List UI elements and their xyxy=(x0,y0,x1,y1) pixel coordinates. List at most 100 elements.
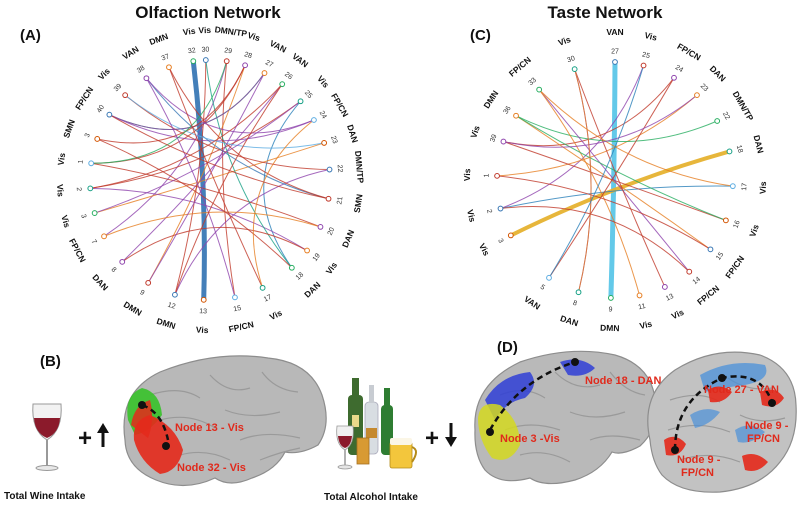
taste-node-13 xyxy=(575,289,582,296)
brain-image-d-right xyxy=(647,351,797,493)
taste-node-number-12: 9 xyxy=(608,306,612,313)
olfaction-edge-20 xyxy=(124,94,325,149)
taste-edge-15 xyxy=(538,89,734,187)
olfaction-node-2 xyxy=(242,62,248,69)
taste-node-10 xyxy=(661,284,668,290)
taste-node-number-8: 15 xyxy=(715,251,725,262)
taste-node-1 xyxy=(640,62,647,69)
taste-node-number-10: 13 xyxy=(665,293,675,303)
node-27-label: Node 27 - VAN xyxy=(704,384,779,396)
taste-node-9 xyxy=(686,268,693,275)
olfaction-node-number-16: 12 xyxy=(167,302,177,311)
olfaction-node-19 xyxy=(101,233,107,240)
taste-node-label-14: VAN xyxy=(522,294,542,312)
olfaction-node-8 xyxy=(326,166,333,173)
taste-edge-4 xyxy=(496,94,698,177)
taste-node-number-5: 18 xyxy=(735,144,744,153)
taste-node-number-2: 24 xyxy=(674,64,684,74)
up-arrow-icon xyxy=(97,423,109,447)
taste-node-6 xyxy=(729,183,736,190)
olfaction-node-label-28: Vis xyxy=(182,26,196,38)
taste-node-label-2: FP/CN xyxy=(675,41,702,62)
taste-node-20 xyxy=(536,86,543,93)
node-9-label-b2: FP/CN xyxy=(681,467,714,479)
olfaction-edge-31 xyxy=(96,138,293,269)
olfaction-node-23 xyxy=(94,136,101,142)
brain-image-b xyxy=(123,355,327,487)
taste-node-number-14: 5 xyxy=(539,284,546,292)
olfaction-edge-26 xyxy=(103,211,321,237)
node-18-label: Node 18 - DAN xyxy=(585,375,661,387)
taste-edge-20 xyxy=(500,206,690,273)
olfaction-node-27 xyxy=(166,64,172,71)
taste-node-label-5: DAN xyxy=(752,134,766,154)
olfaction-node-label-2: Vis xyxy=(246,30,261,43)
taste-node-number-17: 1 xyxy=(484,173,491,177)
taste-node-number-13: 8 xyxy=(572,300,578,308)
olfaction-node-9 xyxy=(325,195,332,202)
olfaction-node-number-24: 40 xyxy=(96,104,106,114)
olfaction-node-label-12: DAN xyxy=(302,280,322,300)
alcohol-intake-caption: Total Alcohol Intake xyxy=(324,492,418,503)
taste-node-0 xyxy=(612,59,618,65)
olfaction-edge-15 xyxy=(89,187,308,252)
olfaction-edge-34 xyxy=(108,114,330,200)
olfaction-node-11 xyxy=(304,247,310,254)
olfaction-edge-29 xyxy=(168,66,264,289)
taste-node-11 xyxy=(636,292,643,299)
taste-node-number-16: 2 xyxy=(485,209,493,215)
taste-edge-14 xyxy=(515,115,727,221)
olfaction-node-7 xyxy=(321,140,328,146)
olfaction-edge-6 xyxy=(121,83,283,263)
olfaction-edge-9 xyxy=(108,114,315,142)
taste-edge-3 xyxy=(502,77,675,147)
olfaction-node-number-11: 19 xyxy=(312,252,322,263)
taste-node-14 xyxy=(546,274,552,281)
taste-node-number-11: 11 xyxy=(638,303,647,311)
olfaction-node-14 xyxy=(232,294,238,301)
taste-node-number-4: 22 xyxy=(721,111,731,121)
olfaction-node-number-8: 22 xyxy=(336,164,344,172)
olfaction-edge-7 xyxy=(89,100,302,189)
taste-edge-13 xyxy=(548,77,675,279)
taste-node-number-21: 30 xyxy=(566,55,576,64)
olfaction-node-17 xyxy=(145,279,152,286)
taste-edge-16 xyxy=(496,175,711,250)
olfaction-node-label-26: VAN xyxy=(121,44,141,62)
olfaction-edge-17 xyxy=(205,59,293,269)
taste-node-12 xyxy=(607,295,614,301)
alcohol-bottles-icon xyxy=(336,378,417,470)
olfaction-node-number-1: 29 xyxy=(224,47,233,55)
olfaction-node-number-28: 32 xyxy=(188,47,197,55)
taste-node-4 xyxy=(714,118,721,124)
taste-node-label-6: Vis xyxy=(757,181,768,194)
taste-node-2 xyxy=(671,74,677,81)
taste-node-number-3: 23 xyxy=(699,83,710,94)
olfaction-node-number-25: 39 xyxy=(113,83,124,94)
olfaction-edge-3 xyxy=(147,64,246,284)
taste-edge-2 xyxy=(500,65,645,210)
taste-edge-5 xyxy=(515,115,718,143)
plus-sign: + xyxy=(78,425,92,452)
panel-label-c: (C) xyxy=(470,27,491,44)
taste-node-3 xyxy=(694,92,700,99)
olfaction-node-number-0: 30 xyxy=(201,46,209,53)
olfaction-node-number-27: 37 xyxy=(161,53,171,62)
taste-node-label-12: DMN xyxy=(600,323,620,334)
taste-node-label-9: FP/CN xyxy=(695,283,721,307)
olfaction-node-number-19: 7 xyxy=(89,239,97,246)
olfaction-node-number-18: 8 xyxy=(110,266,118,274)
olfaction-node-label-27: DMN xyxy=(148,31,170,47)
olfaction-node-number-20: 3 xyxy=(79,214,87,220)
olfaction-node-number-7: 23 xyxy=(329,135,338,145)
olfaction-edge-13 xyxy=(145,77,330,200)
taste-edge-17 xyxy=(502,94,698,148)
olfaction-node-label-23: SMN xyxy=(61,118,77,139)
taste-node-label-17: Vis xyxy=(462,168,472,181)
taste-node-label-10: Vis xyxy=(670,307,686,322)
taste-node-number-6: 17 xyxy=(741,183,748,191)
down-arrow-icon xyxy=(445,423,457,447)
olfaction-node-25 xyxy=(122,92,129,99)
taste-node-number-19: 36 xyxy=(503,105,513,115)
